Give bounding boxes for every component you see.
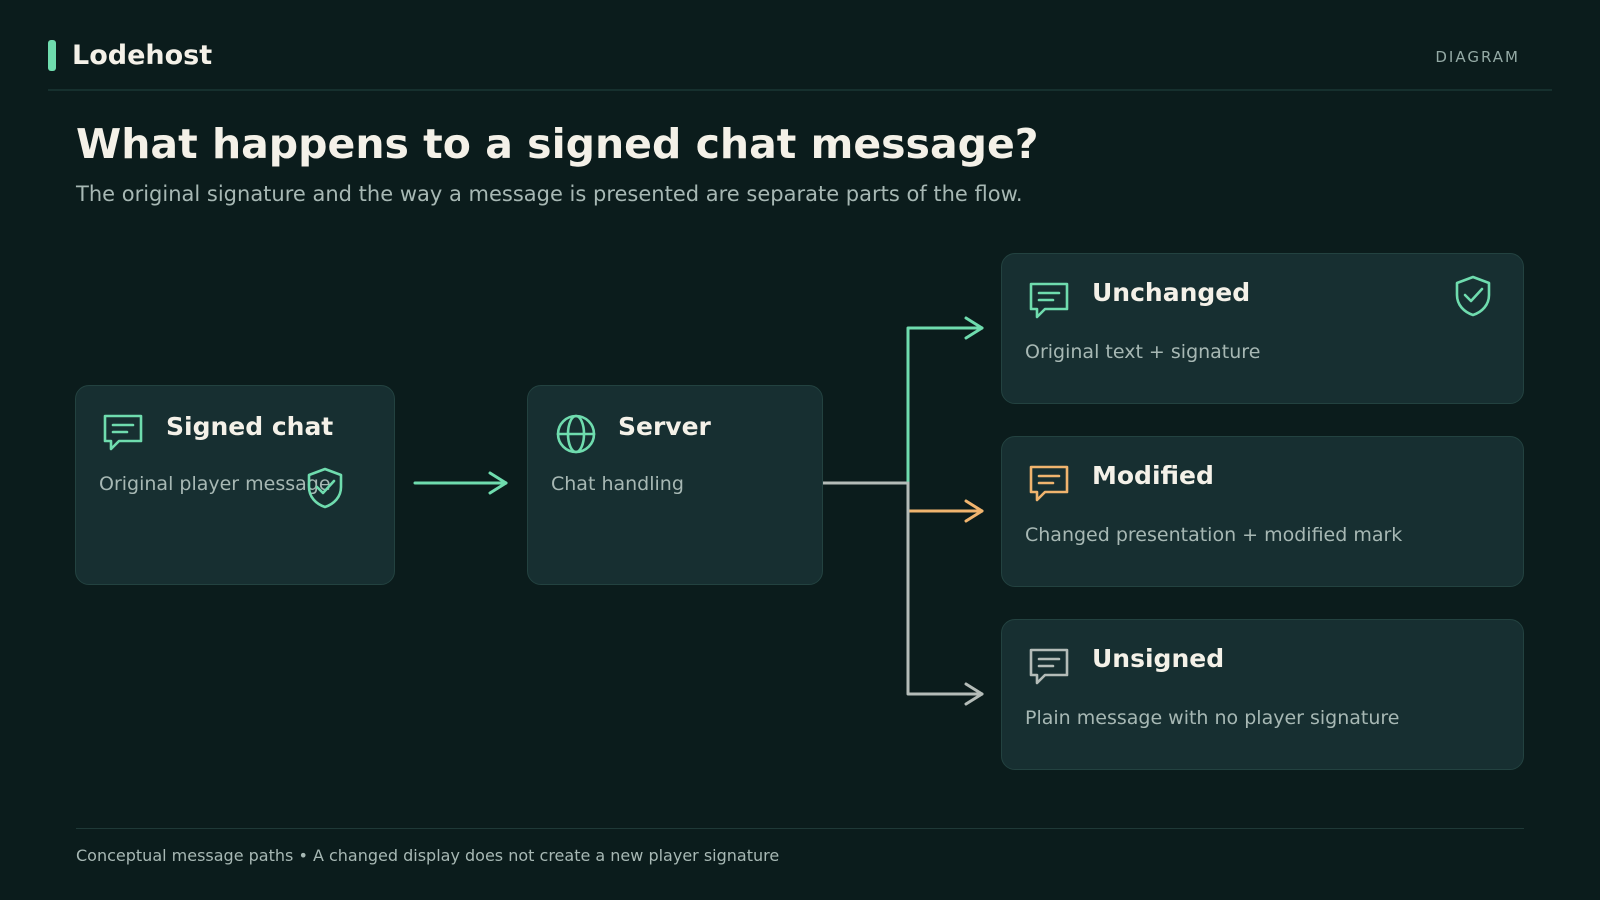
- node-title: Signed chat: [166, 412, 334, 441]
- node-description: Chat handling: [551, 473, 684, 495]
- node-title: Modified: [1092, 461, 1214, 490]
- node-signed-chat: Signed chat Original player message: [75, 385, 395, 585]
- chat-bubble-icon: [1028, 646, 1070, 692]
- arrowhead-to-modified: [964, 499, 984, 523]
- footer-note: Conceptual message paths • A changed dis…: [76, 846, 780, 865]
- page-subtitle: The original signature and the way a mes…: [76, 182, 1023, 206]
- node-modified: Modified Changed presentation + modified…: [1001, 436, 1524, 587]
- node-description: Original text + signature: [1025, 341, 1261, 363]
- node-description: Plain message with no player signature: [1025, 707, 1400, 729]
- node-title: Unsigned: [1092, 644, 1225, 673]
- page-title: What happens to a signed chat message?: [76, 120, 1039, 168]
- arrowhead-to-unchanged: [964, 316, 984, 340]
- node-server: Server Chat handling: [527, 385, 823, 585]
- arrowhead-to-unsigned: [964, 682, 984, 706]
- node-title: Unchanged: [1092, 278, 1251, 307]
- node-title: Server: [618, 412, 711, 441]
- header-tag: DIAGRAM: [1435, 48, 1520, 66]
- node-unsigned: Unsigned Plain message with no player si…: [1001, 619, 1524, 770]
- shield-check-icon: [306, 466, 344, 514]
- brand-name: Lodehost: [72, 40, 213, 71]
- node-description: Original player message: [99, 473, 331, 495]
- chat-bubble-icon: [102, 412, 144, 458]
- node-description: Changed presentation + modified mark: [1025, 524, 1403, 546]
- chat-bubble-icon: [1028, 463, 1070, 509]
- shield-check-icon: [1454, 274, 1492, 322]
- arrowhead-signed-to-server: [488, 471, 508, 495]
- header-divider: [48, 89, 1552, 91]
- arrow-to-unsigned: [906, 481, 984, 696]
- chat-bubble-icon: [1028, 280, 1070, 326]
- footer-divider: [76, 828, 1524, 829]
- arrow-to-unchanged: [906, 326, 984, 485]
- node-unchanged: Unchanged Original text + signature: [1001, 253, 1524, 404]
- globe-icon: [555, 413, 597, 459]
- brand-accent-bar: [48, 40, 56, 71]
